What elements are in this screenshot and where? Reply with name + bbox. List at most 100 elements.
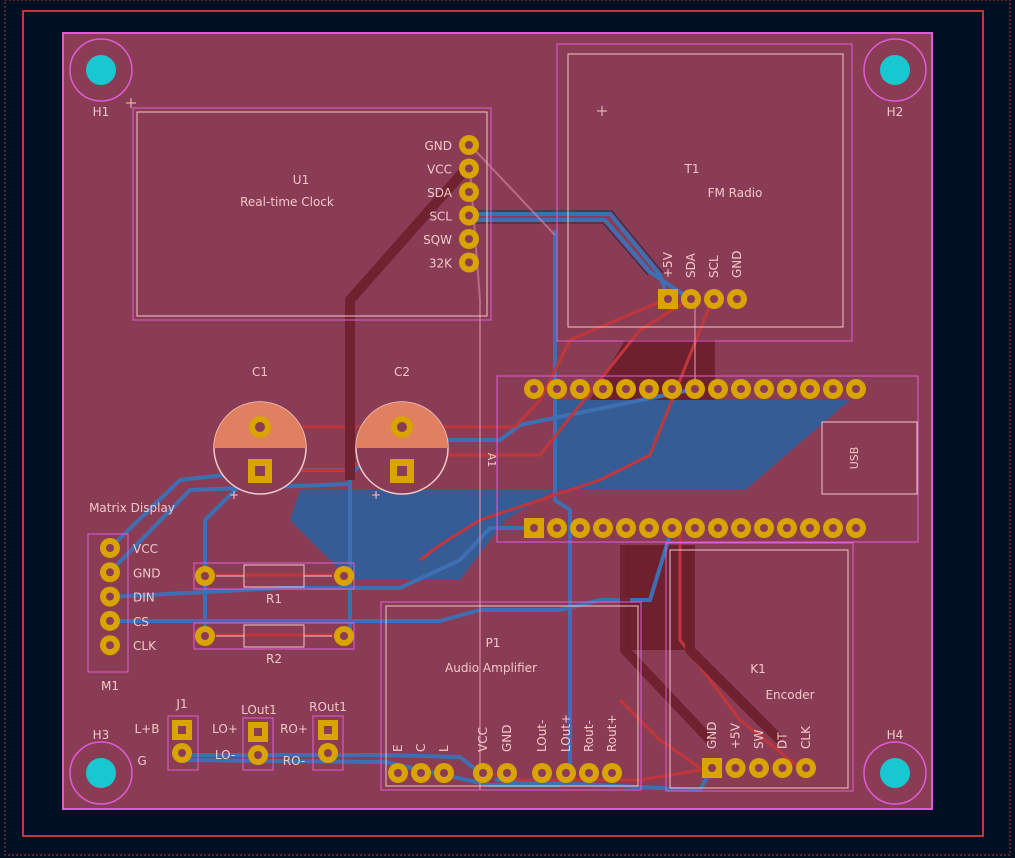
component-a1: USB A1: [485, 375, 919, 543]
m1-pin-label: CLK: [133, 639, 157, 653]
k1-pin-label: DT: [776, 732, 790, 749]
u1-pin: [459, 158, 479, 179]
a1-pin-top: [616, 379, 636, 399]
a1-pin-bottom: [639, 518, 659, 538]
u1-pin-label: GND: [424, 139, 452, 153]
t1-ref: T1: [684, 162, 700, 176]
p1-pin-label: Rout-: [582, 720, 596, 752]
a1-pin-top: [731, 379, 751, 399]
t1-pin-label: GND: [730, 250, 744, 278]
a1-pin-bottom: [823, 518, 843, 538]
p1-pin-label: LOut+: [559, 714, 573, 752]
rout1-label-bottom: RO-: [283, 754, 305, 768]
a1-pin-top: [662, 379, 682, 399]
component-c1: C1 +: [213, 365, 307, 502]
t1-pin-label: SDA: [684, 252, 698, 278]
r1-ref: R1: [266, 592, 282, 606]
a1-pin-top: [593, 379, 613, 399]
outer-outline: [4, 0, 1011, 856]
p1-pin: [411, 763, 431, 783]
a1-pin-top: [547, 379, 567, 399]
mounting-hole-h2: H2: [863, 38, 927, 119]
k1-value: Encoder: [765, 688, 814, 702]
k1-pin: [702, 758, 722, 778]
k1-pin-label: +5V: [729, 722, 743, 749]
rout1-ref: ROut1: [309, 700, 347, 714]
lout1-label-bottom: LO-: [215, 748, 235, 762]
u1-pin-label: SDA: [427, 186, 453, 200]
t1-pin: [704, 289, 724, 309]
a1-pin-bottom: [685, 518, 705, 538]
a1-usb-label: USB: [848, 447, 861, 470]
a1-pin-bottom: [616, 518, 636, 538]
p1-pin-label: E: [391, 744, 405, 752]
h2-label: H2: [887, 105, 904, 119]
m1-pin: [100, 610, 120, 631]
a1-pin-bottom: [547, 518, 567, 538]
u1-value: Real-time Clock: [240, 195, 334, 209]
m1-pin: [100, 635, 120, 656]
u1-pin-label: SCL: [429, 210, 452, 224]
h1-label: H1: [93, 105, 110, 119]
back-copper-zone-arduino: [555, 400, 850, 490]
m1-pin: [100, 538, 120, 558]
t1-pin-label: SCL: [707, 255, 721, 278]
p1-pin-label: L: [437, 745, 451, 752]
mounting-hole-h3: H3: [69, 728, 133, 805]
lout1-ref: LOut1: [241, 703, 277, 717]
m1-pin-label: CS: [133, 615, 149, 629]
m1-value: Matrix Display: [89, 501, 175, 515]
a1-pin-group: [524, 379, 866, 538]
j1-label-top: L+B: [135, 722, 160, 736]
a1-pin-top: [846, 379, 866, 399]
a1-pin-bottom: [524, 518, 544, 538]
m1-ref: M1: [101, 679, 119, 693]
u1-pin: [459, 205, 479, 226]
u1-pin-label: SQW: [423, 233, 452, 247]
c1-polarity: +: [229, 488, 239, 502]
component-r1: R1: [193, 562, 355, 606]
a1-pin-top: [685, 379, 705, 399]
p1-pin: [602, 763, 622, 783]
u1-pin: [459, 135, 479, 155]
c2-ref: C2: [394, 365, 410, 379]
c1-ref: C1: [252, 365, 268, 379]
lout1-label-top: LO+: [212, 722, 238, 736]
m1-pin-label: VCC: [133, 542, 158, 556]
p1-pin: [556, 763, 576, 783]
u1-pin: [459, 182, 479, 202]
m1-pin-label: DIN: [133, 591, 155, 605]
mounting-hole-h1: H1: [69, 38, 133, 119]
k1-pin-label: SW: [752, 729, 766, 749]
origin-markers: [126, 98, 607, 116]
fab-outline: [22, 10, 984, 837]
p1-pin: [497, 763, 517, 783]
j1-label-bottom: G: [137, 754, 146, 768]
h3-label: H3: [93, 728, 110, 742]
c2-polarity: +: [371, 488, 381, 502]
p1-pin-label: C: [414, 744, 428, 752]
t1-pin: [727, 289, 747, 309]
u1-pin: [459, 252, 479, 273]
h4-label: H4: [887, 728, 904, 742]
t1-pin: [658, 289, 678, 309]
a1-pin-bottom: [708, 518, 728, 538]
k1-pin-label: CLK: [799, 725, 813, 749]
p1-pin: [434, 763, 454, 783]
p1-pin: [579, 763, 599, 783]
k1-pin: [749, 758, 769, 778]
component-lout1: LOut1 LO+ LO-: [212, 703, 277, 771]
a1-pin-top: [800, 379, 820, 399]
m1-pin: [100, 586, 120, 607]
a1-pin-top: [708, 379, 728, 399]
a1-pin-bottom: [777, 518, 797, 538]
rout1-label-top: RO+: [280, 722, 308, 736]
k1-pin: [772, 758, 793, 778]
